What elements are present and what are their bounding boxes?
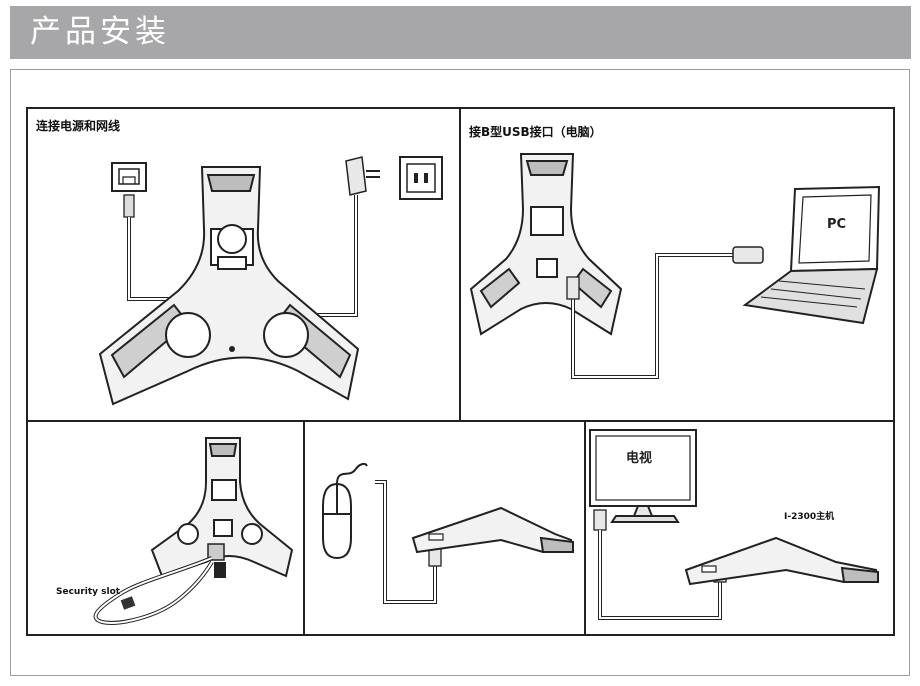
mouse-icon	[322, 462, 368, 560]
panel-mouse-usb	[303, 420, 586, 636]
pc-label: PC	[827, 217, 847, 232]
usb-cable-icon	[375, 480, 442, 604]
tv-label: 电视	[626, 451, 653, 466]
conference-phone-top-view	[98, 166, 360, 406]
conference-phone-top-view	[150, 437, 294, 578]
panel-tv: 电视 I-2300主机	[584, 420, 895, 636]
conference-phone-side-view	[411, 506, 575, 554]
security-illustration	[93, 437, 294, 625]
power-socket-icon	[399, 156, 443, 200]
host-label: I-2300主机	[784, 512, 835, 522]
laptop-icon	[742, 185, 881, 325]
panel-power-network: 连接电源和网线	[26, 107, 461, 422]
mouse-usb-illustration	[322, 462, 575, 604]
ethernet-jack-icon	[111, 162, 147, 192]
conference-phone-side-view	[684, 536, 880, 586]
panel-security: Security slot	[26, 420, 305, 636]
usb-cable-icon	[566, 246, 764, 379]
header-bar: 产品安装	[10, 6, 911, 59]
panel-usb-b: 接B型USB接口（电脑） PC	[459, 107, 895, 422]
security-slot-label: Security slot	[56, 587, 121, 597]
power-network-illustration	[98, 156, 443, 406]
conference-phone-top-view	[469, 153, 623, 336]
page-title: 产品安装	[30, 14, 170, 50]
panel-usb-b-label: 接B型USB接口（电脑）	[469, 125, 602, 139]
security-lock-icon	[93, 543, 226, 625]
tv-illustration	[589, 429, 880, 620]
tv-monitor-icon	[589, 429, 697, 523]
panel-power-network-label: 连接电源和网线	[36, 119, 121, 133]
usb-pc-illustration	[469, 153, 881, 379]
